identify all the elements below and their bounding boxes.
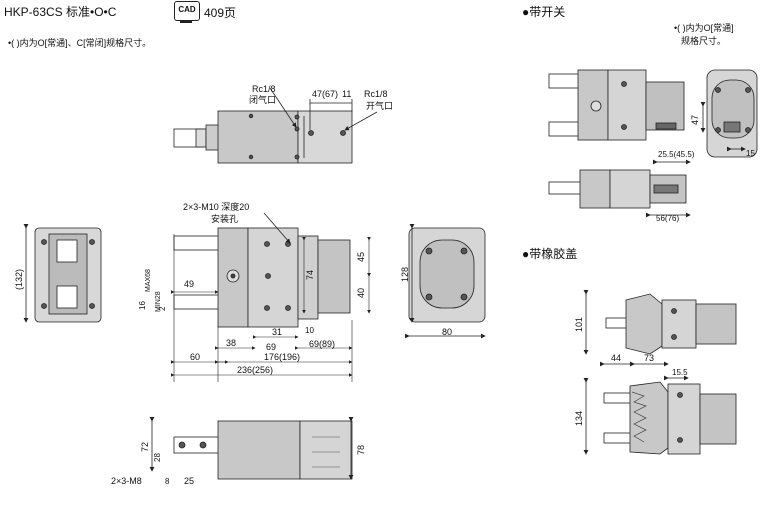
dim-176-196: 176(196) (264, 352, 300, 362)
switch-end-view (700, 69, 758, 158)
boot-top-view (583, 290, 737, 355)
page-reference[interactable]: 409页 (204, 6, 237, 20)
dim-8: 8 (165, 477, 170, 486)
switch-section-title: ●带开关 (522, 5, 566, 19)
dim-2: 2 (158, 306, 167, 311)
boot-front-view (583, 361, 737, 455)
dim-11: 11 (342, 89, 351, 99)
right-end-view (405, 224, 486, 339)
dim-40: 40 (356, 288, 366, 298)
top-view (173, 87, 378, 164)
switch-top-view (548, 69, 685, 141)
boot-section-title: ●带橡胶盖 (522, 247, 578, 261)
dim-45: 45 (356, 252, 366, 262)
boot-dim-101: 101 (574, 317, 584, 332)
rc-closed-label: Rc1/8 (252, 84, 276, 94)
dim-60: 60 (190, 352, 200, 362)
dim-28: 28 (153, 453, 162, 462)
boot-dim-73: 73 (644, 353, 654, 363)
dim-80: 80 (442, 327, 452, 337)
dim-10: 10 (305, 326, 314, 335)
dim-16: 16 (138, 301, 147, 310)
cad-icon-stand (180, 20, 192, 23)
dim-49: 49 (184, 279, 194, 289)
dim-72: 72 (140, 442, 150, 452)
rc-open-label: Rc1/8 (364, 89, 388, 99)
cad-badge-label: CAD (178, 5, 196, 14)
front-view (173, 212, 351, 328)
dim-min28: MIN28 (155, 291, 162, 312)
dim-38: 38 (226, 338, 236, 348)
boot-dim-15-5: 15.5 (672, 368, 688, 377)
switch-dim-47: 47 (690, 115, 700, 125)
left-side-view (23, 224, 102, 323)
switch-note-line2: 规格尺寸。 (681, 36, 727, 46)
mount-thread-label: 2×3-M10 深度20 (183, 201, 249, 212)
model-title: HKP-63CS 标准•O•C (4, 5, 117, 19)
dim-74: 74 (305, 270, 315, 280)
spec-note: •( )内为O[常通]、C[常闭]规格尺寸。 (8, 38, 152, 48)
switch-dim-25-5: 25.5(45.5) (658, 150, 695, 159)
jaw-thread-label: 2×3-M8 (111, 476, 142, 486)
dim-max68: MAX68 (145, 269, 152, 292)
dim-236-256: 236(256) (237, 365, 273, 375)
port-closed-label: 闭气口 (249, 94, 276, 105)
switch-note-line1: •( )内为O[常通] (674, 23, 734, 33)
bottom-view (149, 417, 354, 480)
dim-78: 78 (356, 445, 366, 455)
dim-69-89: 69(89) (309, 339, 335, 349)
switch-dim-56-76: 56(76) (656, 214, 679, 223)
switch-bottom-view (548, 159, 691, 218)
boot-dim-44: 44 (611, 353, 621, 363)
dim-132: (132) (14, 269, 24, 290)
port-open-label: 开气口 (366, 100, 393, 111)
dim-25: 25 (184, 476, 194, 486)
dim-128: 128 (400, 267, 410, 282)
mount-hole-label: 安装孔 (211, 213, 238, 224)
boot-dim-134: 134 (574, 411, 584, 426)
switch-dim-15: 15 (746, 149, 755, 158)
dim-47-67: 47(67) (312, 89, 338, 99)
dim-69: 69 (266, 342, 276, 352)
dim-31: 31 (272, 327, 282, 337)
